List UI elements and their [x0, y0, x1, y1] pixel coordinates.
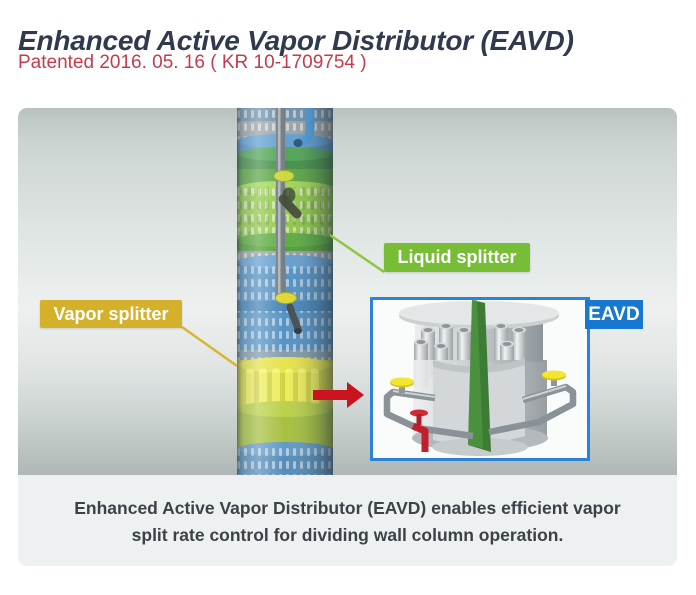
red-arrow-icon [313, 382, 364, 408]
figure: Vapor splitter Liquid splitter [18, 108, 677, 566]
eavd-inset [370, 297, 590, 461]
eavd-badge: EAVD [585, 300, 643, 329]
inset-red-valve [411, 422, 429, 452]
liquid-splitter-label-text: Liquid splitter [397, 247, 517, 267]
liquid-splitter-label: Liquid splitter [384, 243, 530, 272]
vapor-callout-line [181, 325, 238, 368]
page-title: Enhanced Active Vapor Distributor (EAVD) [18, 24, 574, 56]
vapor-splitter-label-text: Vapor splitter [53, 304, 169, 324]
eavd-inset-render [383, 300, 577, 456]
column-sections [237, 108, 333, 475]
eavd-badge-text: EAVD [588, 304, 640, 325]
column-render [181, 108, 385, 475]
patent-info: Patented 2016. 05. 16 ( KR 10-1709754 ) [18, 52, 367, 73]
liquid-callout-line [329, 233, 385, 274]
vapor-splitter-label: Vapor splitter [40, 300, 182, 328]
diagram-area: Vapor splitter Liquid splitter [18, 108, 677, 475]
figure-caption: Enhanced Active Vapor Distributor (EAVD)… [74, 498, 621, 545]
caption-area: Enhanced Active Vapor Distributor (EAVD)… [18, 475, 677, 566]
